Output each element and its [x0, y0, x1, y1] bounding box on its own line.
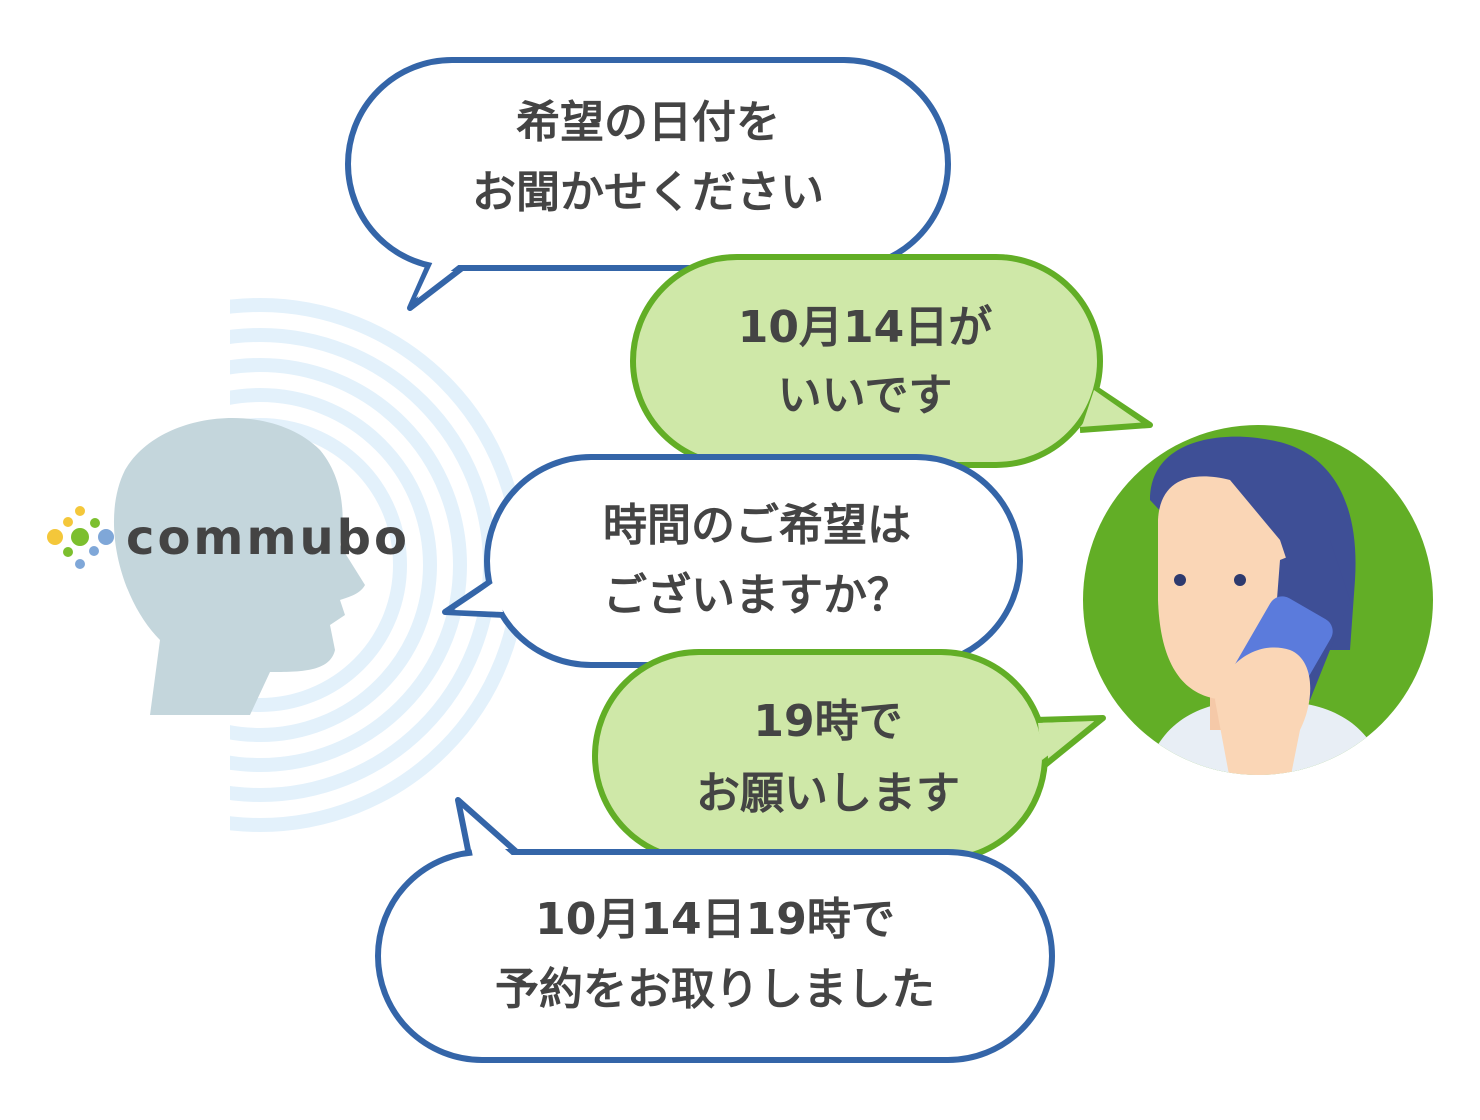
- bubble-line: お聞かせください: [472, 167, 824, 218]
- bubble-line: 予約をお取りしました: [495, 964, 935, 1015]
- speech-bubble-customer-1: 10月14日が いいです: [630, 254, 1153, 468]
- bubble-line: お願いします: [696, 768, 960, 819]
- speech-bubble-commubo-2: 時間のご希望は ございますか？: [442, 454, 1023, 668]
- bubble-line: ございますか？: [603, 570, 911, 621]
- logo-dots-icon: [47, 506, 114, 569]
- bubble-line: いいです: [778, 370, 953, 421]
- bubble-line: 10月14日19時で: [535, 894, 895, 945]
- commubo-logo: commubo: [47, 506, 410, 569]
- bubble-line: 希望の日付を: [516, 97, 780, 148]
- bubble-line: 10月14日が: [738, 302, 992, 353]
- speech-bubble-customer-2: 19時で お願いします: [592, 649, 1106, 863]
- logo-text: commubo: [126, 510, 410, 566]
- speech-bubble-commubo-3: 10月14日19時で 予約をお取りしました: [375, 797, 1055, 1063]
- bubble-line: 19時で: [753, 696, 902, 747]
- ai-head-silhouette: [113, 417, 365, 715]
- speech-bubble-commubo-1: 希望の日付を お聞かせください: [345, 57, 951, 311]
- bubble-line: 時間のご希望は: [603, 500, 911, 551]
- customer-avatar: [1083, 425, 1433, 775]
